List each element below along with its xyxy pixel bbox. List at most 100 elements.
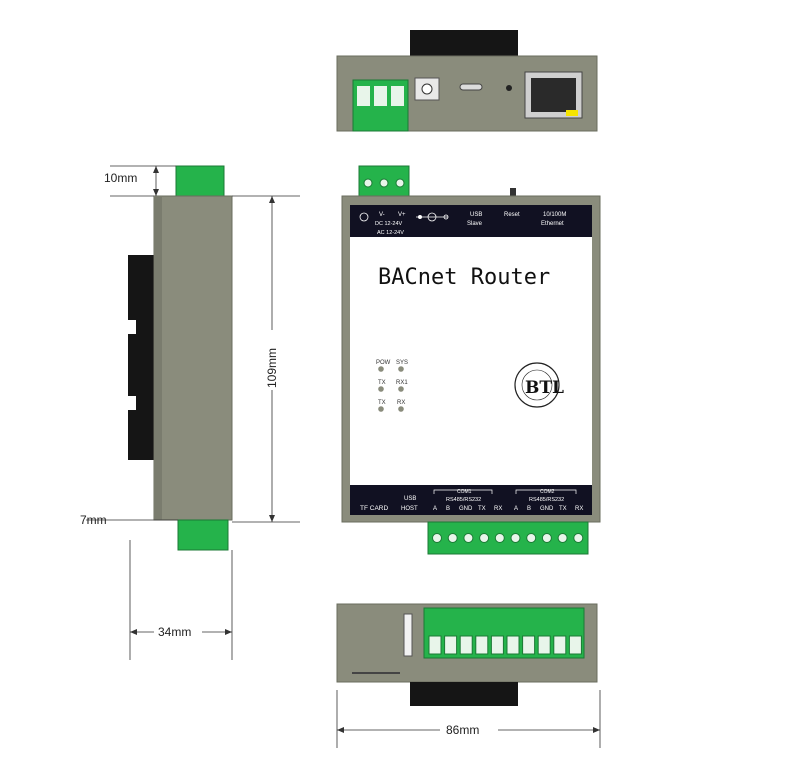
arrow (269, 515, 275, 522)
label-com2-rx: RX (575, 506, 583, 512)
terminal-screw (541, 533, 552, 543)
ethernet-led (566, 110, 578, 116)
label-com2-gnd: GND (540, 506, 554, 512)
led-label-tx2: TX (378, 400, 386, 406)
tf-card-slot (403, 613, 413, 657)
label-com2-type: RS485/RS232 (529, 497, 564, 503)
terminal-screw (463, 533, 474, 543)
usb-port (459, 83, 483, 91)
led-tx2 (378, 406, 384, 412)
terminal-screw (573, 533, 584, 543)
bottom-terminal-slots (428, 635, 582, 655)
terminal-screw-slot (357, 86, 370, 106)
label-com2-tx: TX (559, 506, 567, 512)
top-label-bar (350, 205, 592, 237)
dim-depth-label: 34mm (158, 625, 191, 639)
terminal-wire-slot (568, 635, 582, 655)
bottom-view (336, 603, 598, 706)
label-reset: Reset (504, 212, 520, 218)
dim-width-label: 86mm (446, 723, 479, 737)
label-ac: AC 12-24V (377, 230, 404, 236)
led-label-tx1: TX (378, 380, 386, 386)
label-slave: Slave (467, 221, 483, 227)
label-com2-b: B (527, 506, 531, 512)
terminal-screw (379, 178, 389, 188)
led-label-sys: SYS (396, 360, 408, 366)
arrow (153, 189, 159, 196)
arrow (269, 196, 275, 203)
dc-polarity-dot (443, 214, 449, 220)
label-com2-a: A (514, 506, 518, 512)
terminal-screw (494, 533, 505, 543)
terminal-wire-slot (522, 635, 536, 655)
terminal-wire-slot (475, 635, 489, 655)
din-rail-notch (128, 320, 136, 334)
arrow (225, 629, 232, 635)
label-tf-card: TF CARD (360, 505, 388, 512)
label-com1-tx: TX (478, 506, 486, 512)
btl-logo: BTL (514, 362, 564, 408)
label-v-minus: V- (379, 212, 385, 218)
terminal-screw (432, 533, 442, 543)
led-sys (398, 366, 404, 372)
arrow (593, 727, 600, 733)
label-host: HOST (401, 506, 418, 512)
bottom-din-clip (410, 682, 518, 706)
arrow (153, 166, 159, 173)
label-com2: COM2 (540, 489, 555, 495)
side-view (128, 165, 233, 551)
led-tx1 (378, 386, 384, 392)
terminal-wire-slot (459, 635, 473, 655)
terminal-wire-slot (444, 635, 458, 655)
terminal-screw (510, 533, 521, 543)
dimension-arrows (130, 166, 600, 733)
btl-logo-inner-ring (521, 369, 553, 401)
din-rail-notch (128, 396, 136, 410)
btl-logo-ring (514, 362, 560, 408)
terminal-wire-slot (506, 635, 520, 655)
terminal-wire-slot (553, 635, 567, 655)
dc-polarity-dot (418, 215, 422, 219)
led-rx1 (398, 386, 404, 392)
terminal-screw (447, 533, 458, 543)
terminal-screw (479, 533, 490, 543)
ground-icon (359, 212, 369, 222)
label-com1-rx: RX (494, 506, 502, 512)
side-top-terminal (175, 165, 225, 197)
label-com1-b: B (446, 506, 450, 512)
label-com1-a: A (433, 506, 437, 512)
led-label-rx2: RX (397, 400, 405, 406)
label-dc: DC 12-24V (375, 221, 403, 227)
arrow (130, 629, 137, 635)
top-din-clip (410, 30, 518, 56)
dc-polarity-icon (427, 212, 437, 222)
terminal-screw (363, 178, 373, 188)
com1-bracket (433, 489, 493, 494)
bottom-terminal-screws (432, 533, 584, 543)
led-label-rx1: RX1 (396, 380, 408, 386)
arrow (337, 727, 344, 733)
label-ethernet: Ethernet (541, 221, 564, 227)
din-rail-clip (128, 255, 156, 460)
led-rx2 (398, 406, 404, 412)
label-com1: COM1 (457, 489, 472, 495)
label-usb: USB (470, 212, 482, 218)
label-v-plus: V+ (398, 212, 406, 218)
reset-hole (506, 85, 512, 91)
terminal-wire-slot (428, 635, 442, 655)
terminal-screw (526, 533, 537, 543)
label-com1-gnd: GND (459, 506, 473, 512)
ethernet-socket (531, 78, 576, 112)
terminal-screw-slot (374, 86, 387, 106)
dim-top-clip-label: 10mm (104, 171, 137, 185)
dim-bottom-clip-label: 7mm (80, 513, 107, 527)
com2-bracket (515, 489, 577, 494)
led-label-pow: POW (376, 360, 391, 366)
dim-height-label: 109mm (265, 348, 279, 388)
side-bottom-terminal (177, 519, 229, 551)
side-housing (153, 195, 233, 521)
label-usb-bottom: USB (404, 496, 416, 502)
side-housing-edge (154, 196, 162, 520)
front-face (350, 237, 592, 485)
btl-logo-text: BTL (525, 378, 564, 398)
